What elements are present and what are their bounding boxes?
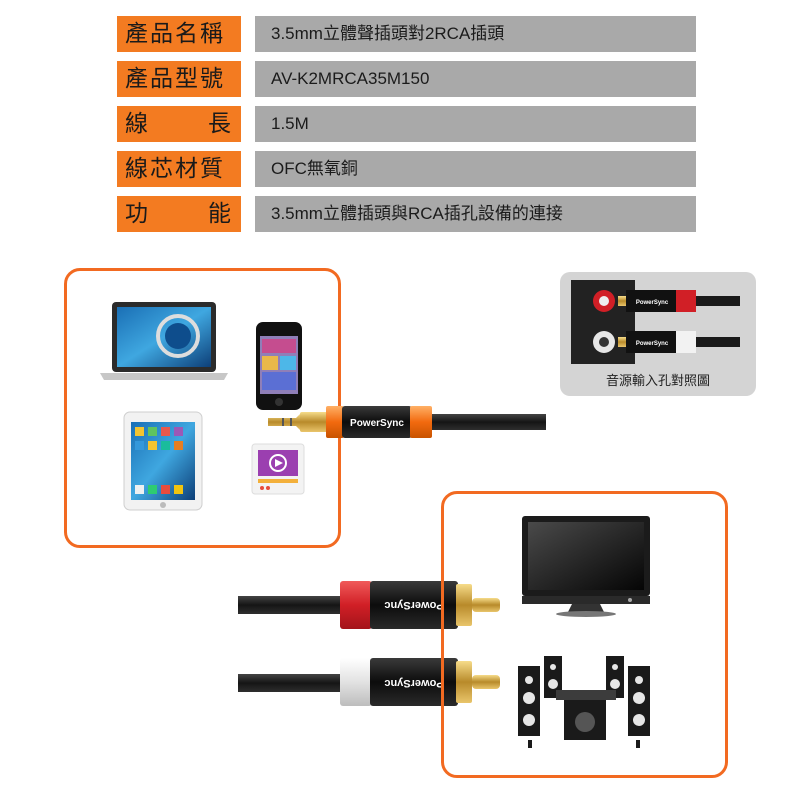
- spec-label-length-1: 線: [125, 111, 150, 137]
- tablet-icon: [123, 411, 203, 511]
- spec-value-material: OFC無氧銅: [255, 151, 696, 187]
- ref-white-brand-label: PowerSync: [636, 341, 669, 347]
- spec-value-function: 3.5mm立體插頭與RCA插孔設備的連接: [255, 196, 696, 232]
- spec-row-model: 產品型號 AV-K2MRCA35M150: [117, 61, 696, 97]
- spec-label-name: 產品名稱: [117, 16, 241, 52]
- speaker-system-icon: [518, 656, 650, 748]
- spec-label-function-1: 功: [125, 201, 150, 227]
- rca-white-plug: PowerSync: [238, 658, 500, 706]
- spec-row-length: 線 長 1.5M: [117, 106, 696, 142]
- spec-label-length: 線 長: [117, 106, 241, 142]
- rca-red-plug: PowerSync: [238, 581, 500, 629]
- ref-red-brand-label: PowerSync: [636, 300, 669, 306]
- laptop-icon: [100, 302, 228, 380]
- media-player-icon: [251, 443, 305, 495]
- rca-white-brand-label: PowerSync: [384, 677, 443, 689]
- spec-label-function: 功 能: [117, 196, 241, 232]
- reference-panel: 音源輸入孔對照圖: [560, 272, 756, 396]
- plug-brand-label: PowerSync: [350, 418, 404, 429]
- spec-row-material: 線芯材質 OFC無氧銅: [117, 151, 696, 187]
- spec-label-function-2: 能: [208, 201, 233, 227]
- spec-label-material: 線芯材質: [117, 151, 241, 187]
- stereo-plug-cable: PowerSync: [268, 406, 546, 438]
- reference-caption: 音源輸入孔對照圖: [605, 374, 710, 389]
- spec-row-function: 功 能 3.5mm立體插頭與RCA插孔設備的連接: [117, 196, 696, 232]
- spec-value-length: 1.5M: [255, 106, 696, 142]
- tv-icon: [522, 516, 650, 617]
- spec-row-name: 產品名稱 3.5mm立體聲插頭對2RCA插頭: [117, 16, 696, 52]
- spec-value-name: 3.5mm立體聲插頭對2RCA插頭: [255, 16, 696, 52]
- spec-label-length-2: 長: [208, 111, 233, 137]
- spec-value-model: AV-K2MRCA35M150: [255, 61, 696, 97]
- spec-label-model: 產品型號: [117, 61, 241, 97]
- output-devices-box: [441, 491, 728, 778]
- rca-red-brand-label: PowerSync: [384, 599, 443, 611]
- audio-input-reference-image: PowerSync PowerSync: [571, 280, 740, 364]
- smartphone-icon: [256, 322, 302, 410]
